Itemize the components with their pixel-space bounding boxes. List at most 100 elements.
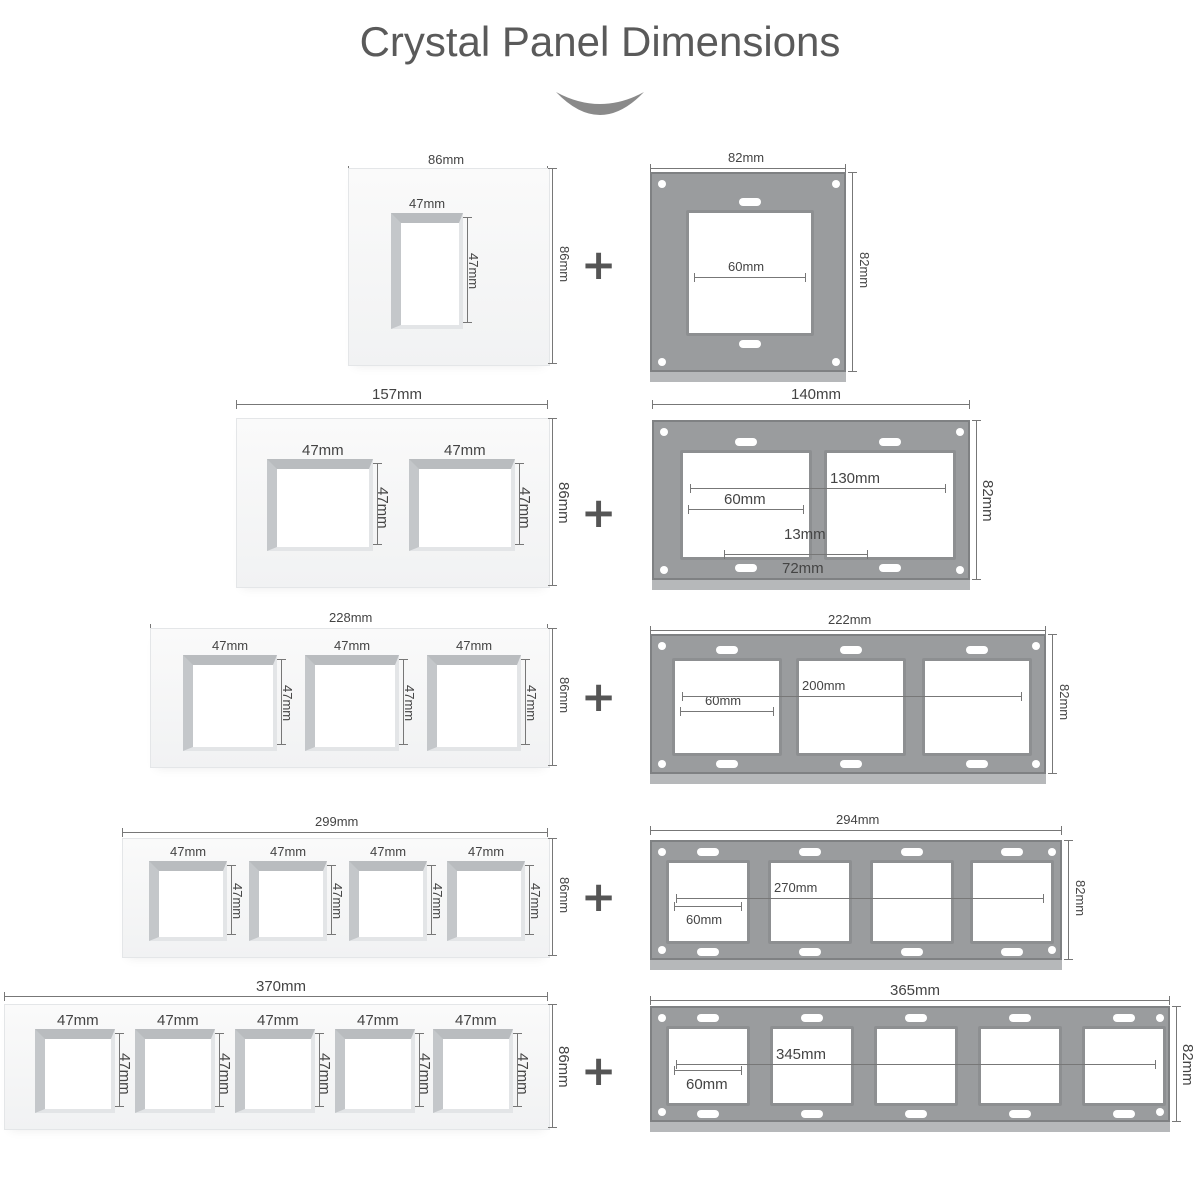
- mount-slot: [1009, 1110, 1031, 1118]
- mount-slot: [697, 948, 719, 956]
- frame-width-label: 82mm: [728, 150, 765, 165]
- opening-height-dim-line: [463, 217, 472, 323]
- panel-height-dim-line: [548, 168, 557, 364]
- opening-width-label: 47mm: [157, 1012, 199, 1029]
- panel-height-dim-line: [548, 418, 557, 586]
- opening-height-label: 47mm: [280, 685, 295, 722]
- frame-window: [770, 1026, 854, 1106]
- opening-width-label: 47mm: [409, 196, 446, 211]
- mount-slot: [946, 1055, 954, 1077]
- mount-slot: [770, 696, 778, 718]
- panel-opening: [35, 1029, 115, 1113]
- mount-slot: [982, 1055, 990, 1077]
- mount-slot: [905, 1110, 927, 1118]
- screw-hole: [832, 180, 840, 188]
- frame-height-label: 82mm: [1073, 880, 1088, 917]
- mount-slot: [944, 494, 952, 516]
- frame-window: [970, 860, 1054, 944]
- mount-slot: [716, 760, 738, 768]
- opening-height-dim-line: [115, 1033, 124, 1107]
- mount-slot: [926, 696, 934, 718]
- mount-slot: [1050, 1055, 1058, 1077]
- mount-slot: [735, 438, 757, 446]
- mount-slot: [840, 760, 862, 768]
- panel-opening: [433, 1029, 513, 1113]
- opening-height-label: 47mm: [330, 883, 345, 920]
- opening-width-label: 47mm: [456, 638, 493, 653]
- frame-width-label: 222mm: [828, 612, 872, 627]
- panel-opening: [409, 459, 515, 551]
- frame-window: [796, 658, 906, 756]
- screw-hole: [658, 180, 666, 188]
- frame-bottom-lip: [650, 1122, 1170, 1132]
- span-label: 130mm: [830, 470, 881, 487]
- opening-height-dim-line: [415, 1033, 424, 1107]
- mount-slot: [800, 696, 808, 718]
- frame-width-label: 365mm: [890, 982, 941, 999]
- panel-height-label: 86mm: [555, 482, 572, 524]
- opening-height-dim-line: [521, 659, 530, 745]
- opening-width-label: 47mm: [270, 844, 307, 859]
- panel-opening: [135, 1029, 215, 1113]
- mount-slot: [966, 760, 988, 768]
- opening-height-dim-line: [215, 1033, 224, 1107]
- opening-height-dim-line: [277, 659, 286, 745]
- screw-hole: [660, 428, 668, 436]
- frame-window: [978, 1026, 1062, 1106]
- panel-opening: [335, 1029, 415, 1113]
- plus-sign: +: [581, 872, 617, 921]
- frame-width-dim-line: [650, 996, 1170, 1005]
- frame-height-dim-line: [1064, 840, 1073, 960]
- frame-window: [672, 658, 782, 756]
- mount-slot: [772, 891, 780, 913]
- opening-height-dim-line: [525, 865, 534, 935]
- inner-dim-line: [694, 273, 806, 282]
- mount-slot: [801, 1110, 823, 1118]
- panel-opening: [149, 861, 227, 941]
- panel-height-dim-line: [548, 628, 557, 766]
- opening-height-dim-line: [513, 1033, 522, 1107]
- panel-height-dim-line: [548, 838, 557, 956]
- span-label: 270mm: [774, 880, 818, 895]
- opening-width-label: 47mm: [370, 844, 407, 859]
- mount-slot: [878, 1055, 886, 1077]
- frame-width-dim-line: [652, 400, 970, 409]
- span-dim-line: [682, 692, 1022, 701]
- panel-height-label: 86mm: [557, 877, 572, 914]
- frame-height-dim-line: [848, 172, 857, 372]
- inner-width-label: 60mm: [728, 259, 765, 274]
- mount-slot: [1020, 696, 1028, 718]
- opening-height-label: 47mm: [528, 883, 543, 920]
- opening-height-dim-line: [327, 865, 336, 935]
- frame-bottom-lip: [650, 960, 1062, 970]
- mount-slot: [716, 646, 738, 654]
- screw-hole: [1048, 848, 1056, 856]
- mount-slot: [842, 1055, 850, 1077]
- frame-window: [666, 860, 750, 944]
- panel-height-dim-line: [548, 1004, 557, 1128]
- mount-slot: [901, 948, 923, 956]
- mount-slot: [739, 340, 761, 348]
- opening-width-label: 47mm: [357, 1012, 399, 1029]
- pitch-dim-line: [724, 550, 868, 559]
- mount-slot: [1042, 891, 1050, 913]
- mount-slot: [774, 1055, 782, 1077]
- mount-slot: [840, 646, 862, 654]
- inner-dim-line: [674, 902, 742, 911]
- panel-width-label: 86mm: [428, 152, 465, 167]
- frame-width-dim-line: [650, 626, 1046, 635]
- screw-hole: [658, 1108, 666, 1116]
- opening-height-dim-line: [399, 659, 408, 745]
- frame-height-label: 82mm: [857, 252, 872, 289]
- screw-hole: [1032, 760, 1040, 768]
- screw-hole: [658, 760, 666, 768]
- screw-hole: [1156, 1014, 1164, 1022]
- inner-dim-line: [688, 505, 804, 514]
- mount-slot: [801, 1014, 823, 1022]
- panel-width-label: 370mm: [256, 978, 307, 995]
